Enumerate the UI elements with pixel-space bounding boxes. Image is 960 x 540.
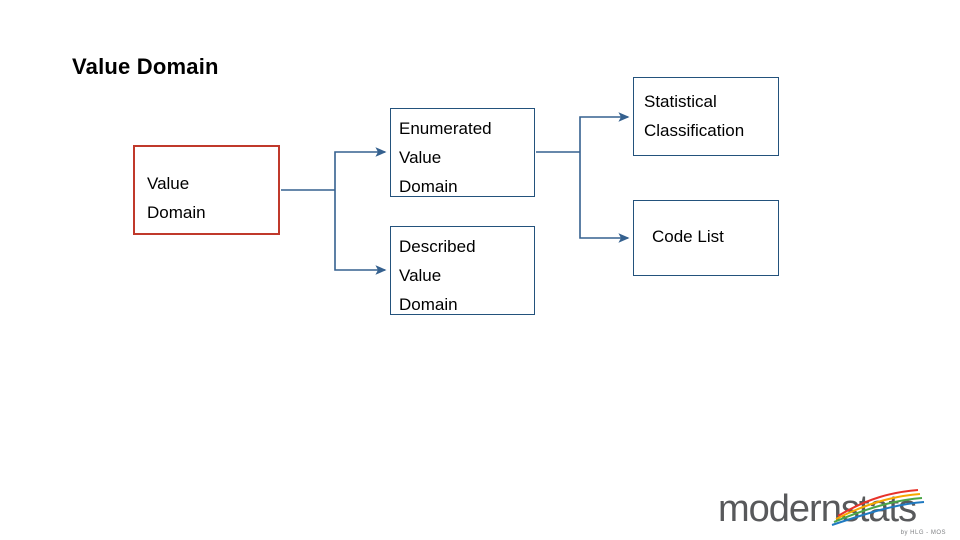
box-statistical-classification[interactable]: Statistical Classification xyxy=(633,77,779,156)
modernstats-logo: modernstats by HLG - MOS xyxy=(718,488,948,538)
connector-enum-to-codelist xyxy=(579,152,630,243)
connector-enum-to-statistical xyxy=(579,112,630,152)
connector-vd-to-enumerated xyxy=(334,147,387,190)
box-value-domain[interactable]: Value Domain xyxy=(133,145,280,235)
box-described-value-domain[interactable]: Described Value Domain xyxy=(390,226,535,315)
page-title: Value Domain xyxy=(72,54,219,79)
connector-vd-to-described xyxy=(334,190,387,275)
logo-swoosh-icon xyxy=(831,489,925,526)
box-enumerated-value-domain[interactable]: Enumerated Value Domain xyxy=(390,108,535,197)
box-code-list[interactable]: Code List xyxy=(633,200,779,276)
logo-subtext: by HLG - MOS xyxy=(900,530,946,536)
